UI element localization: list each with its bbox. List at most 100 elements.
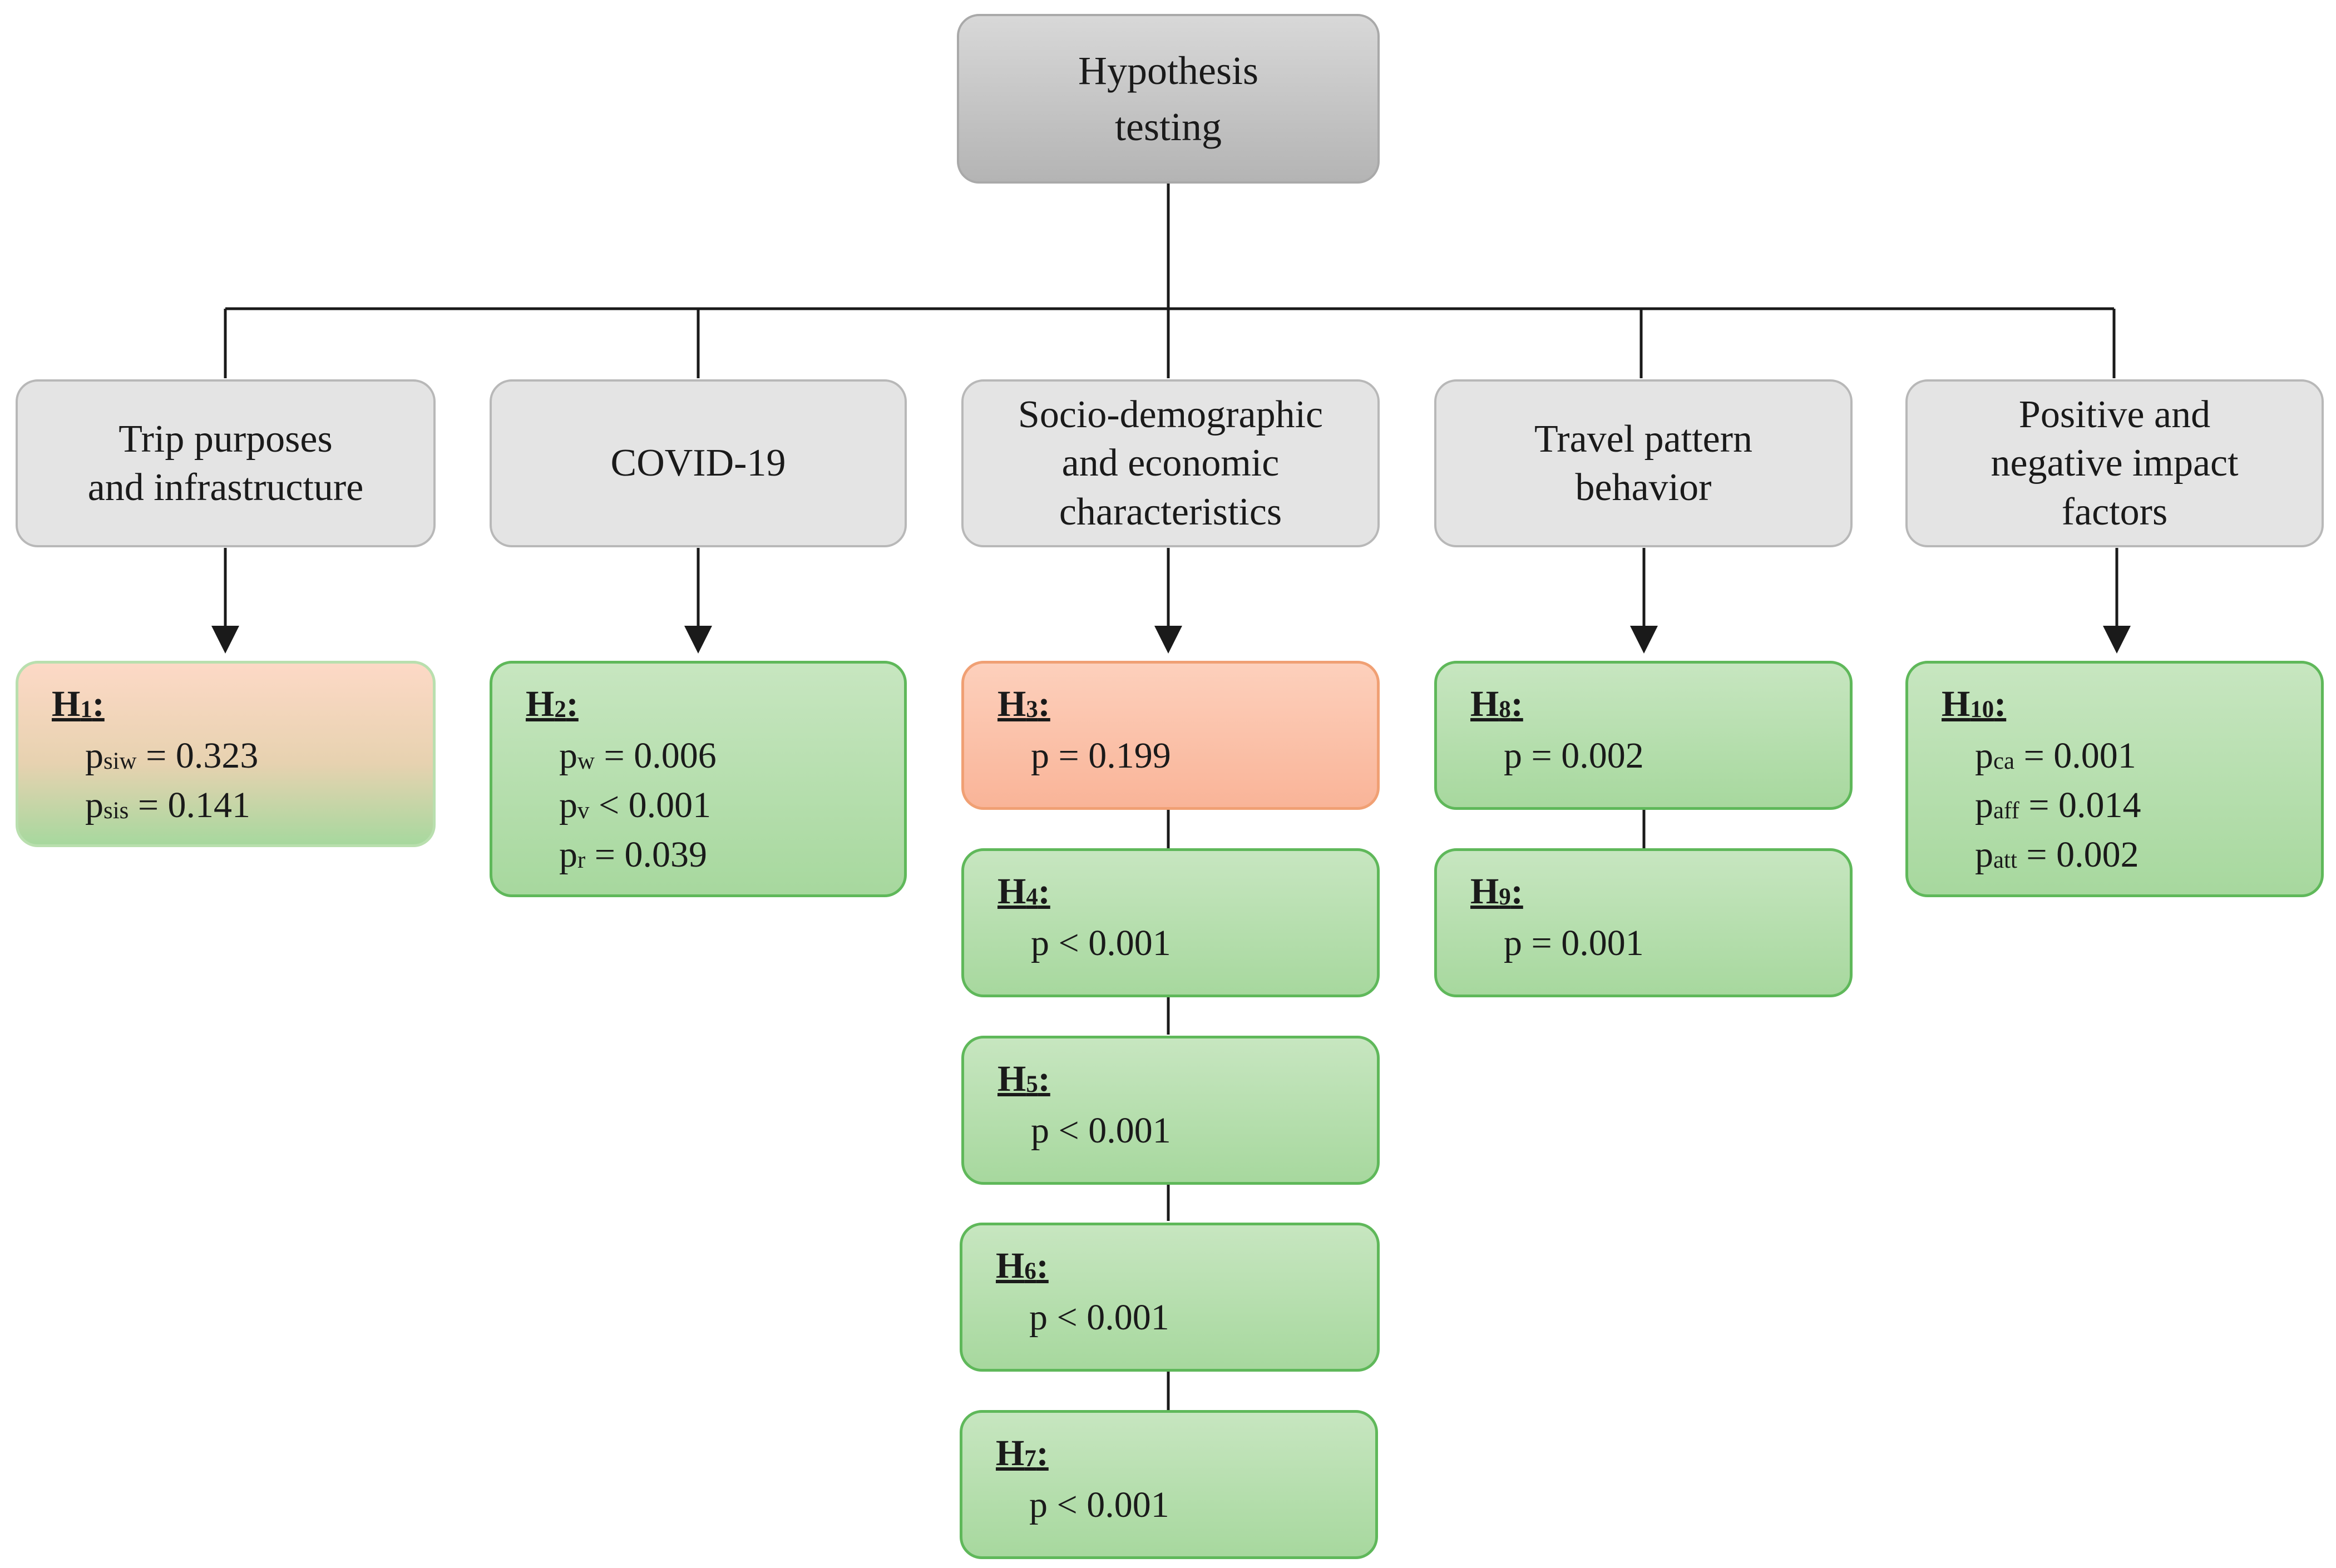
h10-p-value-row: patt = 0.002 [1942, 830, 2321, 879]
h1-p-subscript: sis [103, 798, 129, 824]
h10-label-colon: : [1994, 684, 2007, 724]
h9-label-colon: : [1510, 871, 1523, 912]
h7-label-letter: H [996, 1433, 1025, 1473]
category-2-line-1: COVID-19 [610, 442, 786, 485]
root-node: Hypothesis testing [957, 14, 1380, 184]
h10-p-value: = 0.014 [2019, 785, 2141, 826]
h9-p-value-row: p = 0.001 [1470, 918, 1850, 968]
h1-p-value: = 0.323 [136, 735, 259, 776]
category-4-line-2: behavior [1575, 466, 1712, 509]
h6-p-symbol: p [1029, 1297, 1048, 1338]
h8-label: H8: [1470, 679, 1850, 729]
h7-label-colon: : [1036, 1433, 1049, 1473]
h10-p-value-row: pca = 0.001 [1942, 731, 2321, 780]
h5-label-letter: H [997, 1058, 1026, 1099]
h3-label: H3: [997, 679, 1377, 729]
h1-p-subscript: siw [103, 748, 137, 775]
h9-label: H9: [1470, 867, 1850, 916]
category-5-line-2: negative impact [1991, 442, 2239, 485]
hypothesis-h8-box: H8:p = 0.002 [1434, 661, 1853, 810]
h10-p-subscript: att [1993, 847, 2017, 874]
h3-label-number: 3 [1026, 696, 1038, 723]
h10-p-subscript: ca [1993, 748, 2015, 775]
h1-label-number: 1 [80, 696, 92, 723]
h6-label-letter: H [996, 1245, 1025, 1286]
category-3-line-2: and economic [1061, 442, 1280, 485]
h6-label-number: 6 [1024, 1258, 1036, 1285]
h7-p-value: < 0.001 [1048, 1485, 1169, 1526]
h5-p-value: < 0.001 [1049, 1110, 1171, 1151]
category-5-line-1: Positive and [2018, 393, 2211, 436]
h8-p-value: = 0.002 [1522, 735, 1644, 776]
h6-label-colon: : [1036, 1245, 1049, 1286]
h2-p-subscript: v [577, 798, 590, 824]
h1-p-value-row: psiw = 0.323 [52, 731, 433, 780]
hypothesis-h7-box: H7:p < 0.001 [960, 1410, 1378, 1559]
h2-p-value: < 0.001 [589, 785, 712, 826]
h2-p-symbol: p [559, 735, 577, 776]
h3-p-value-row: p = 0.199 [997, 731, 1377, 780]
h10-p-symbol: p [1975, 735, 1993, 776]
h5-p-value-row: p < 0.001 [997, 1106, 1377, 1155]
h4-label-letter: H [997, 871, 1026, 912]
h5-label: H5: [997, 1054, 1377, 1104]
hypothesis-h3-box: H3:p = 0.199 [961, 661, 1380, 810]
h7-label: H7: [996, 1428, 1375, 1478]
category-4-line-1: Travel pattern [1534, 417, 1753, 461]
h2-p-symbol: p [559, 834, 577, 875]
h2-p-value-row: pr = 0.039 [526, 830, 904, 879]
h5-p-symbol: p [1031, 1110, 1049, 1151]
category-3-line-1: Socio-demographic [1018, 393, 1323, 436]
category-trip-purposes: Trip purposes and infrastructure [16, 379, 436, 547]
h8-label-colon: : [1510, 684, 1523, 724]
h5-label-number: 5 [1026, 1071, 1038, 1098]
root-line-2: testing [1115, 104, 1222, 149]
h2-label: H2: [526, 679, 904, 729]
h2-label-letter: H [526, 684, 555, 724]
h1-p-symbol: p [85, 735, 103, 776]
h6-label: H6: [996, 1241, 1377, 1290]
h5-label-colon: : [1038, 1058, 1050, 1099]
h8-label-number: 8 [1499, 696, 1511, 723]
h2-p-subscript: w [577, 748, 595, 775]
category-1-line-1: Trip purposes [118, 417, 333, 461]
h2-label-colon: : [566, 684, 579, 724]
hypothesis-h4-box: H4: p < 0.001 [961, 848, 1380, 997]
h4-label-colon: : [1038, 871, 1050, 912]
category-socio-demographic: Socio-demographic and economic character… [961, 379, 1380, 547]
h9-p-symbol: p [1504, 923, 1522, 964]
category-impact-factors: Positive and negative impact factors [1905, 379, 2324, 547]
h4-p-value-row: p < 0.001 [997, 918, 1377, 968]
h1-label-colon: : [92, 684, 105, 724]
category-3-line-3: characteristics [1059, 490, 1282, 533]
h10-p-value-row: paff = 0.014 [1942, 780, 2321, 830]
h2-p-value: = 0.039 [585, 834, 708, 875]
h10-p-value: = 0.001 [2014, 735, 2136, 776]
h2-label-number: 2 [554, 696, 566, 723]
h6-p-value-row: p < 0.001 [996, 1293, 1377, 1342]
h2-p-value-row: pv < 0.001 [526, 780, 904, 830]
h10-p-symbol: p [1975, 834, 1993, 875]
hypothesis-h5-box: H5:p < 0.001 [961, 1036, 1380, 1185]
h10-label: H10: [1942, 679, 2321, 729]
hypothesis-h9-box: H9:p = 0.001 [1434, 848, 1853, 997]
h4-label-number: 4 [1026, 884, 1038, 911]
h7-p-value-row: p < 0.001 [996, 1480, 1375, 1530]
h8-label-letter: H [1470, 684, 1499, 724]
category-1-line-2: and infrastructure [87, 466, 364, 509]
h10-label-letter: H [1942, 684, 1970, 724]
h6-p-value: < 0.001 [1048, 1297, 1169, 1338]
h10-p-symbol: p [1975, 785, 1993, 826]
h4-p-value: < 0.001 [1049, 923, 1171, 964]
category-5-line-3: factors [2061, 490, 2168, 533]
h3-label-colon: : [1038, 684, 1050, 724]
h10-p-subscript: aff [1993, 798, 2019, 824]
h9-p-value: = 0.001 [1522, 923, 1644, 964]
h4-p-symbol: p [1031, 923, 1049, 964]
h2-p-subscript: r [577, 847, 586, 874]
